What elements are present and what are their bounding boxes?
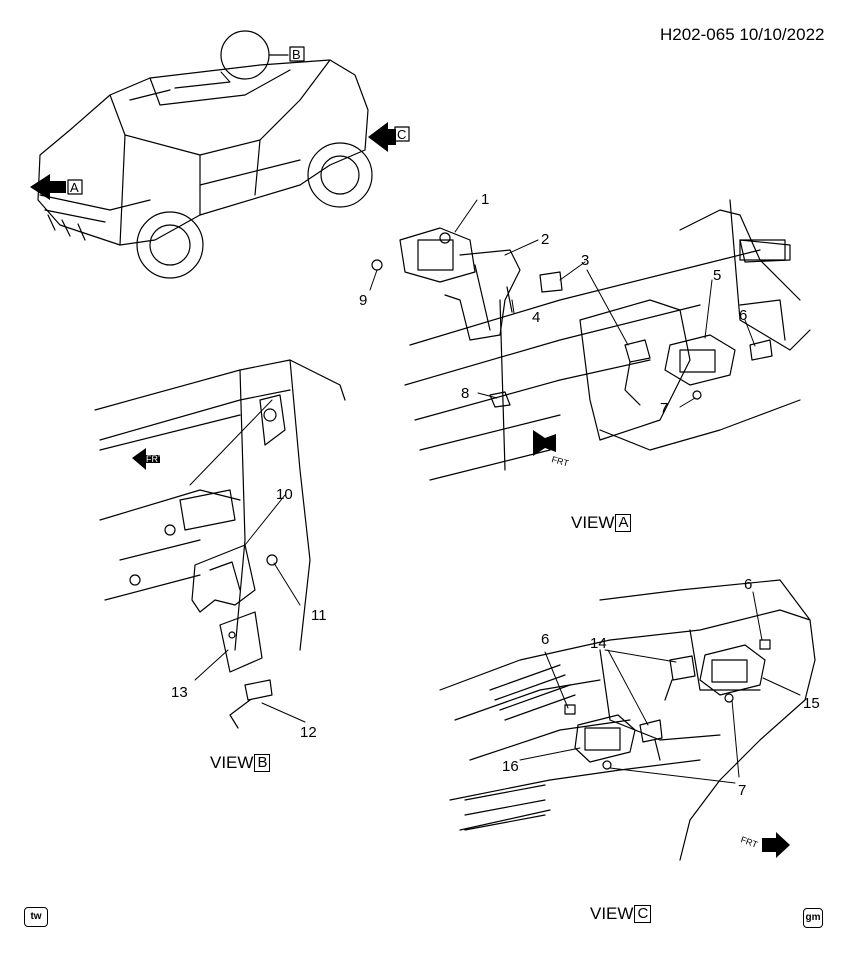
callout-2: 2 — [541, 231, 549, 248]
view-c-letter: C — [634, 905, 652, 923]
callout-7: 7 — [660, 400, 668, 417]
view-a-prefix: VIEW — [571, 513, 615, 532]
callout-1: 1 — [481, 191, 489, 208]
view-a-letter: A — [615, 514, 632, 532]
callout-box-a — [67, 179, 83, 195]
leader-lines — [189, 71, 801, 784]
view-a-illustration — [371, 199, 811, 481]
callout-15: 15 — [803, 695, 820, 712]
view-b-illustration — [94, 359, 346, 729]
callout-7-view-c: 7 — [738, 782, 746, 799]
arrow-a — [30, 174, 66, 200]
callout-box-c — [394, 126, 410, 142]
frt-label-b: FRT — [146, 454, 164, 464]
vehicle-callout-c: C — [397, 127, 406, 142]
arrow-c — [368, 122, 396, 152]
gm-logo-icon: gm — [803, 908, 823, 928]
view-c-prefix: VIEW — [590, 904, 634, 923]
callout-6: 6 — [739, 307, 747, 324]
callout-14: 14 — [590, 635, 607, 652]
callout-3: 3 — [581, 252, 589, 269]
callout-6-view-c-left: 6 — [541, 631, 549, 648]
callout-6-view-c-right: 6 — [744, 576, 752, 593]
vehicle-illustration — [37, 30, 373, 279]
callout-5: 5 — [713, 267, 721, 284]
frt-arrow-c — [762, 832, 790, 858]
tw-icon: tw — [24, 907, 48, 927]
callout-16: 16 — [502, 758, 519, 775]
callout-box-b — [289, 46, 305, 62]
callout-8: 8 — [461, 385, 469, 402]
callout-12: 12 — [300, 724, 317, 741]
vehicle-callout-b: B — [292, 47, 301, 62]
document-id: H202-065 10/10/2022 — [660, 25, 825, 44]
frt-label-c: FRT — [739, 834, 759, 849]
callout-13: 13 — [171, 684, 188, 701]
vehicle-callout-a: A — [70, 180, 79, 195]
frt-label-a: FRT — [550, 454, 570, 468]
callout-10: 10 — [276, 486, 293, 503]
callout-4: 4 — [532, 309, 540, 326]
frt-arrow-b — [132, 448, 160, 470]
frt-arrow-a — [533, 430, 556, 456]
view-b-letter: B — [254, 754, 271, 772]
callout-11: 11 — [311, 607, 327, 624]
callout-9: 9 — [359, 292, 367, 309]
view-b-prefix: VIEW — [210, 753, 254, 772]
view-c-illustration — [439, 579, 816, 861]
